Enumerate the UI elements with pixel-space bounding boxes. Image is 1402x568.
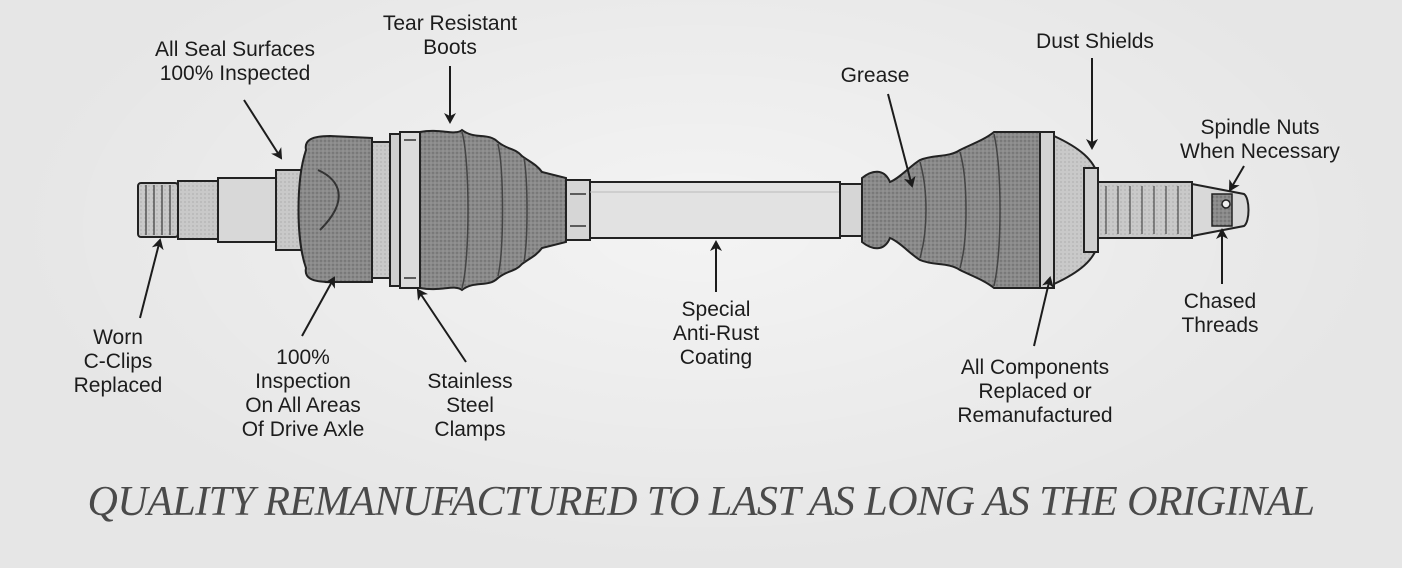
tagline: QUALITY REMANUFACTURED TO LAST AS LONG A…	[87, 479, 1315, 525]
label-spindle-nuts: Spindle Nuts When Necessary	[1180, 116, 1340, 163]
outer-cv-bell	[1053, 134, 1250, 286]
label-100-percent-inspection: 100% Inspection On All Areas Of Drive Ax…	[241, 346, 365, 441]
arrow-inspection	[301, 276, 335, 337]
label-tear-resistant-boots: Tear Resistant Boots	[382, 12, 518, 59]
inner-cv-housing	[297, 133, 401, 287]
arrow-worn-c-clips	[139, 238, 164, 319]
outer-boot	[839, 131, 1055, 289]
arrow-spindle-nuts	[1228, 165, 1245, 192]
label-worn-c-clips: Worn C-Clips Replaced	[73, 326, 163, 397]
callout-arrows	[139, 58, 1245, 363]
arrow-grease	[887, 93, 916, 188]
arrow-seal-surfaces	[243, 99, 283, 160]
label-chased-threads: Chased Threads	[1181, 290, 1259, 337]
label-stainless-steel-clamps: Stainless Steel Clamps	[427, 370, 513, 441]
label-all-components: All Components Replaced or Remanufacture…	[957, 356, 1113, 427]
axle-shaft	[589, 181, 841, 239]
inner-boot	[399, 128, 591, 292]
label-special-anti-rust-coating: Special Anti-Rust Coating	[672, 298, 760, 369]
label-grease: Grease	[840, 64, 910, 87]
label-dust-shields: Dust Shields	[1036, 30, 1154, 53]
arrow-all-components	[1033, 276, 1054, 347]
arrow-stainless-clamps	[416, 288, 467, 363]
left-spline-stub	[137, 169, 307, 251]
label-all-seal-surfaces: All Seal Surfaces 100% Inspected	[155, 38, 315, 85]
